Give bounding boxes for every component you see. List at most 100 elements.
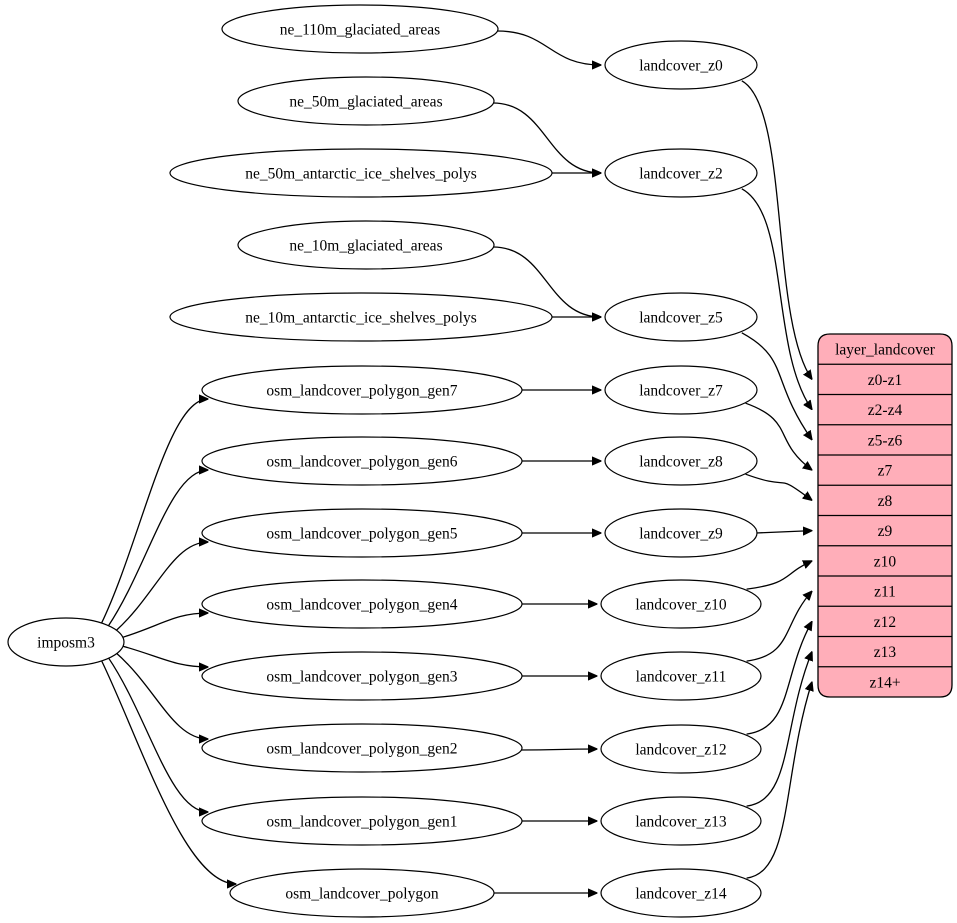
node-shape [604,292,758,342]
node-shape [201,796,523,846]
node-label: ne_10m_antarctic_ice_shelves_polys [245,310,477,327]
node-landcover_z11[interactable]: landcover_z11 [600,651,762,701]
node-label: imposm3 [37,635,95,652]
table-row-z12[interactable]: z12 [874,614,896,631]
table-row-z11[interactable]: z11 [874,584,896,601]
node-osm_landcover_polygon_gen3[interactable]: osm_landcover_polygon_gen3 [201,651,523,701]
node-landcover_z8[interactable]: landcover_z8 [604,436,758,486]
node-label: ne_50m_antarctic_ice_shelves_polys [245,166,477,183]
node-shape [604,40,758,90]
node-label: osm_landcover_polygon [285,886,439,903]
edge-landcover_z8-to-table-row-4 [745,473,812,500]
edge-osm_landcover_polygon_gen2-to-landcover_z12 [520,749,597,750]
table-row-z7[interactable]: z7 [878,463,893,480]
node-shape [169,292,553,342]
edge-layer [100,30,812,893]
node-layer: imposm3 ne_110m_glaciated_areas ne_50m_gla… [7,4,762,918]
edge-ne_50m_glaciated_areas-to-landcover_z2 [492,102,601,173]
node-shape [600,868,762,918]
node-landcover_z7[interactable]: landcover_z7 [604,365,758,415]
node-osm_landcover_polygon_gen7[interactable]: osm_landcover_polygon_gen7 [201,365,523,415]
edge-imposm3-to-osm_landcover_polygon_gen4 [121,613,208,639]
node-label: ne_10m_glaciated_areas [289,238,442,255]
edge-imposm3-to-osm_landcover_polygon_gen7 [100,399,208,624]
node-label: landcover_z9 [639,526,723,543]
node-label: osm_landcover_polygon_gen2 [266,741,457,758]
node-landcover_z2[interactable]: landcover_z2 [604,148,758,198]
table-row-z8[interactable]: z8 [878,493,893,510]
node-label: ne_110m_glaciated_areas [280,22,440,39]
node-imposm3[interactable]: imposm3 [7,617,125,667]
node-label: landcover_z0 [639,58,723,75]
node-osm_landcover_polygon_gen5[interactable]: osm_landcover_polygon_gen5 [201,508,523,558]
node-label: ne_50m_glaciated_areas [289,94,442,111]
edge-landcover_z12-to-table-row-8 [746,621,812,735]
table-row-z13[interactable]: z13 [874,644,897,661]
node-landcover_z12[interactable]: landcover_z12 [600,724,762,774]
edge-landcover_z2-to-table-row-1 [741,188,812,410]
node-ne_50m_antarctic_ice_shelves_polys[interactable]: ne_50m_antarctic_ice_shelves_polys [169,148,553,198]
node-shape [201,579,523,629]
edge-landcover_z11-to-table-row-7 [746,591,812,662]
node-osm_landcover_polygon_gen4[interactable]: osm_landcover_polygon_gen4 [201,579,523,629]
table-row-z14+[interactable]: z14+ [869,674,900,691]
edge-imposm3-to-osm_landcover_polygon_gen1 [107,657,208,812]
node-landcover_z5[interactable]: landcover_z5 [604,292,758,342]
table-node-layer: layer_landcover z0-z1 z2-z4 z5-z6 z7 z8 z9 z10 z… [817,333,953,698]
edge-imposm3-to-osm_landcover_polygon [100,660,236,884]
node-label: osm_landcover_polygon_gen7 [266,383,457,400]
node-shape [221,4,499,54]
edge-landcover_z7-to-table-row-3 [745,402,812,470]
node-landcover_z13[interactable]: landcover_z13 [600,796,762,846]
edge-landcover_z9-to-table-row-5 [755,531,812,533]
node-label: osm_landcover_polygon_gen1 [266,814,457,831]
node-label: osm_landcover_polygon_gen4 [266,597,457,614]
edge-landcover_z14-to-table-row-10 [746,682,812,879]
table-row-z5-z6[interactable]: z5-z6 [868,432,903,449]
node-label: landcover_z11 [636,669,727,686]
node-label: osm_landcover_polygon_gen5 [266,526,457,543]
node-ne_10m_glaciated_areas[interactable]: ne_10m_glaciated_areas [237,220,495,270]
node-shape [600,579,762,629]
node-osm_landcover_polygon_gen2[interactable]: osm_landcover_polygon_gen2 [201,723,523,773]
node-osm_landcover_polygon_gen6[interactable]: osm_landcover_polygon_gen6 [201,436,523,486]
node-shape [201,651,523,701]
node-shape [604,148,758,198]
node-shape [169,148,553,198]
table-node-layer_landcover[interactable]: layer_landcover z0-z1 z2-z4 z5-z6 z7 z8 z9 z10 z… [817,333,953,698]
edge-imposm3-to-osm_landcover_polygon_gen3 [121,645,208,667]
node-landcover_z9[interactable]: landcover_z9 [604,508,758,558]
node-shape [600,724,762,774]
node-ne_10m_antarctic_ice_shelves_polys[interactable]: ne_10m_antarctic_ice_shelves_polys [169,292,553,342]
node-ne_50m_glaciated_areas[interactable]: ne_50m_glaciated_areas [237,76,495,126]
node-landcover_z14[interactable]: landcover_z14 [600,868,762,918]
edge-ne_10m_glaciated_areas-to-landcover_z5 [492,246,601,317]
node-shape [201,723,523,773]
node-shape [201,436,523,486]
table-row-z2-z4[interactable]: z2-z4 [868,402,903,419]
node-shape [237,76,495,126]
node-shape [201,508,523,558]
node-landcover_z0[interactable]: landcover_z0 [604,40,758,90]
node-label: landcover_z8 [639,454,723,471]
node-landcover_z10[interactable]: landcover_z10 [600,579,762,629]
node-shape [237,220,495,270]
node-shape [600,651,762,701]
edge-imposm3-to-osm_landcover_polygon_gen5 [115,542,208,632]
table-row-z0-z1[interactable]: z0-z1 [868,372,902,389]
node-shape [600,796,762,846]
table-row-z10[interactable]: z10 [874,553,897,570]
node-label: landcover_z14 [635,886,726,903]
node-ne_110m_glaciated_areas[interactable]: ne_110m_glaciated_areas [221,4,499,54]
table-header-label: layer_landcover [835,342,936,359]
node-shape [604,436,758,486]
node-shape [7,617,125,667]
node-label: osm_landcover_polygon_gen3 [266,669,457,686]
node-shape [201,365,523,415]
node-label: landcover_z10 [635,597,726,614]
node-osm_landcover_polygon[interactable]: osm_landcover_polygon [229,868,495,918]
edge-landcover_z0-to-table-row-0 [741,80,812,380]
node-shape [229,868,495,918]
node-osm_landcover_polygon_gen1[interactable]: osm_landcover_polygon_gen1 [201,796,523,846]
table-row-z9[interactable]: z9 [878,523,893,540]
